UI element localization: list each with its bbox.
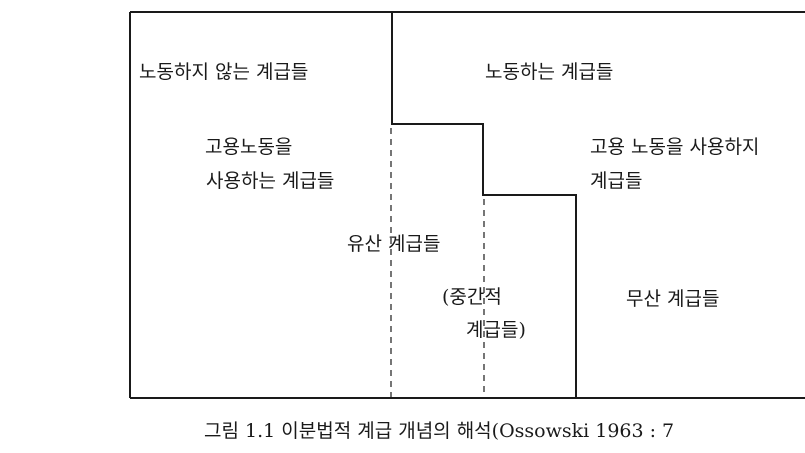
label-employing-1: 고용노동을: [205, 136, 293, 158]
label-propertyless: 무산 계급들: [626, 288, 720, 310]
label-middle-2: 계급들): [466, 319, 526, 341]
figure-caption: 그림 1.1 이분법적 계급 개념의 해석(Ossowski 1963 : 7: [204, 420, 675, 442]
label-non-employing-1: 고용 노동을 사용하지: [590, 136, 760, 158]
label-propertied: 유산 계급들: [347, 233, 441, 255]
label-non-employing-2: 계급들: [590, 170, 643, 192]
label-working: 노동하는 계급들: [485, 61, 614, 83]
label-employing-2: 사용하는 계급들: [206, 170, 335, 192]
label-non-working: 노동하지 않는 계급들: [139, 61, 309, 83]
working-boundary: [391, 12, 577, 398]
label-middle-1: (중간적: [442, 286, 502, 308]
